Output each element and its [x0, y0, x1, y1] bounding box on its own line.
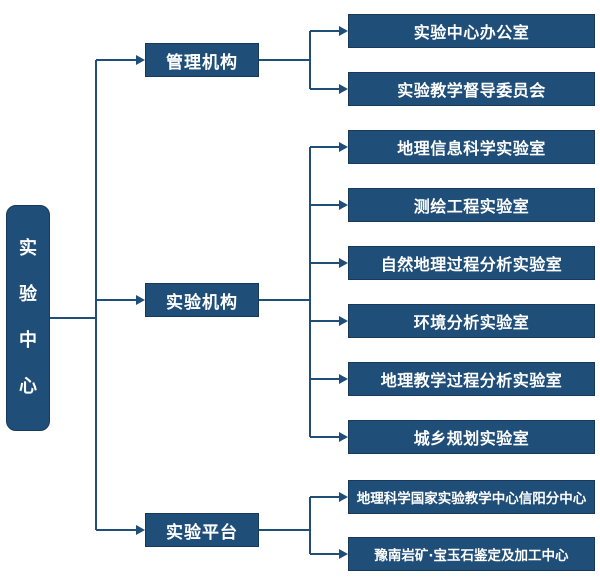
node-leaf-surveying-lab: 测绘工程实验室 — [348, 188, 595, 222]
node-leaf-label: 测绘工程实验室 — [413, 197, 530, 216]
node-branch-labs-label: 实验机构 — [166, 292, 238, 313]
node-leaf-label: 实验中心办公室 — [413, 23, 530, 42]
node-root: 实验中心 — [6, 205, 50, 431]
node-leaf-label: 环境分析实验室 — [413, 313, 530, 332]
node-branch-platforms: 实验平台 — [145, 513, 259, 547]
node-leaf-urban-rural-planning-lab: 城乡规划实验室 — [348, 420, 595, 454]
node-leaf-gem-identification-center: 豫南岩矿·宝玉石鉴定及加工中心 — [348, 537, 595, 571]
node-leaf-environment-analysis-lab: 环境分析实验室 — [348, 304, 595, 338]
node-leaf-label: 豫南岩矿·宝玉石鉴定及加工中心 — [374, 548, 569, 564]
node-branch-management-label: 管理机构 — [166, 52, 238, 73]
node-branch-labs: 实验机构 — [145, 283, 259, 317]
node-leaf-center-office: 实验中心办公室 — [348, 14, 595, 48]
node-leaf-physical-geography-lab: 自然地理过程分析实验室 — [348, 246, 595, 280]
node-branch-management: 管理机构 — [145, 43, 259, 77]
node-leaf-geography-teaching-lab: 地理教学过程分析实验室 — [348, 362, 595, 396]
node-leaf-label: 地理信息科学实验室 — [397, 139, 546, 158]
node-leaf-national-teaching-center-branch: 地理科学国家实验教学中心信阳分中心 — [348, 480, 595, 514]
node-leaf-label: 地理科学国家实验教学中心信阳分中心 — [356, 491, 587, 507]
node-leaf-label: 城乡规划实验室 — [413, 429, 530, 448]
node-leaf-label: 实验教学督导委员会 — [397, 81, 546, 100]
node-leaf-label: 自然地理过程分析实验室 — [380, 255, 563, 274]
node-branch-platforms-label: 实验平台 — [166, 522, 238, 543]
node-leaf-gis-lab: 地理信息科学实验室 — [348, 130, 595, 164]
node-leaf-label: 地理教学过程分析实验室 — [380, 371, 563, 390]
node-root-label: 实验中心 — [19, 238, 37, 397]
node-leaf-supervision-committee: 实验教学督导委员会 — [348, 72, 595, 106]
